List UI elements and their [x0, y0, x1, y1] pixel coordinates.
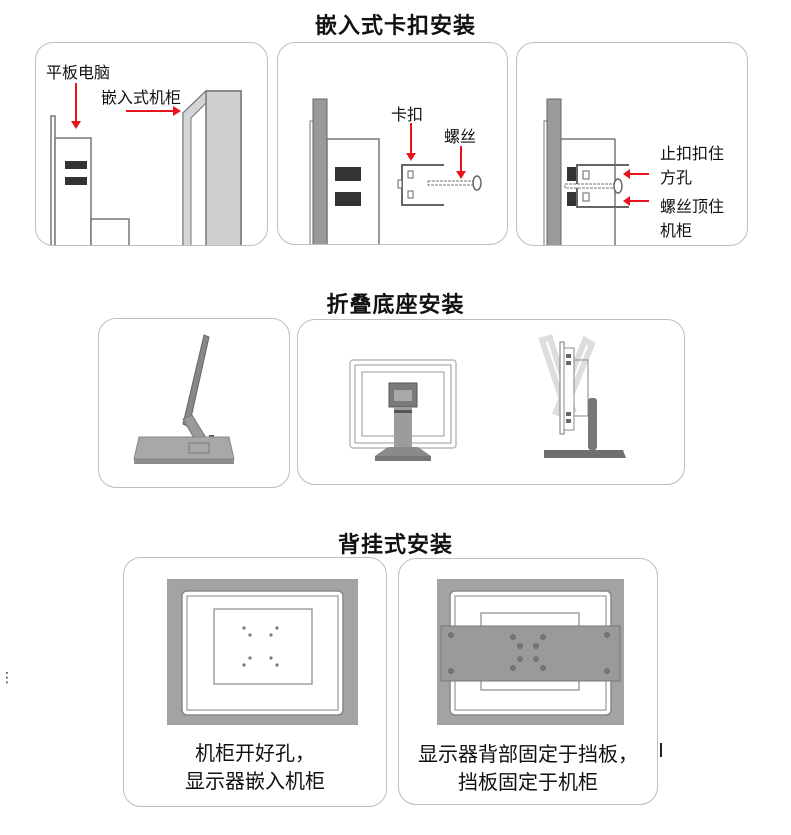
caption-line-2: 挡板固定于机柜 [458, 770, 598, 794]
clip-installed-illustration [543, 98, 649, 245]
section-title-folding-stand: 折叠底座安装 [326, 293, 465, 318]
panel-clip-and-screw: 卡扣 螺丝 [277, 42, 508, 245]
cabinet-cutout-illustration [167, 579, 358, 725]
panel-folding-stand-side [98, 318, 290, 488]
stand-front-and-side-illustration [349, 334, 626, 461]
panel-bracket-mount: 显示器背部固定于挡板， 挡板固定于机柜 [398, 558, 658, 805]
label-screw-press: 螺丝顶住 [660, 197, 725, 216]
caption-line-1: 机柜开好孔， [195, 741, 315, 765]
section-title-wall-mount: 背挂式安装 [337, 533, 453, 558]
tablet-and-cabinet-illustration [50, 83, 242, 245]
section-title-embedded-clip: 嵌入式卡扣安装 [314, 14, 476, 39]
folding-stand-illustration [133, 334, 235, 464]
label-screw: 螺丝 [444, 127, 477, 146]
panel-embed-overview: 平板电脑 嵌入式机柜 [35, 42, 268, 246]
label-square-hole: 方孔 [660, 168, 693, 187]
label-stop-clip: 止扣扣住 [660, 144, 725, 163]
panel-cabinet-embed: 机柜开好孔， 显示器嵌入机柜 [123, 557, 387, 807]
edge-dots-mark: ⋮ [0, 670, 14, 686]
label-tablet: 平板电脑 [46, 63, 111, 82]
panel-clip-installed: 止扣扣住 方孔 螺丝顶住 机柜 [516, 42, 748, 246]
caption-line-1: 显示器背部固定于挡板， [418, 742, 638, 766]
label-clip: 卡扣 [391, 105, 424, 124]
bracket-plate-illustration [437, 579, 624, 725]
panel-folding-stand-views [297, 319, 685, 485]
caption-line-2: 显示器嵌入机柜 [185, 769, 325, 793]
label-embedded-cabinet: 嵌入式机柜 [101, 88, 182, 107]
edge-bar-mark [660, 743, 662, 757]
clip-screw-illustration [309, 98, 482, 244]
label-cabinet: 机柜 [660, 221, 693, 240]
